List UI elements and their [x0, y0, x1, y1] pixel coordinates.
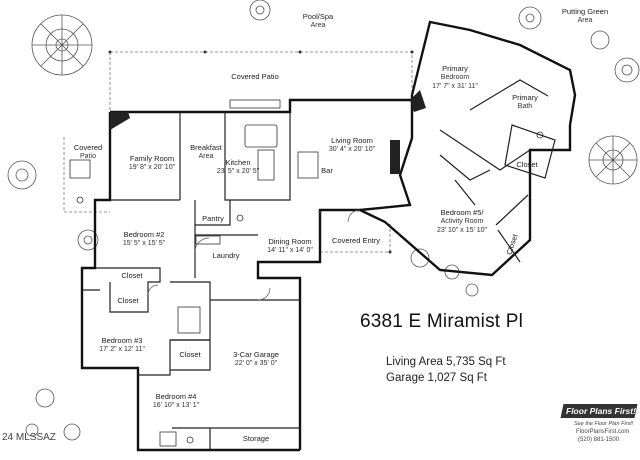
room-name: Closet: [179, 350, 201, 359]
room-name: Covered: [73, 143, 103, 152]
room-name: Kitchen: [225, 158, 251, 167]
label-family-room: Family Room 19' 8" x 20' 10": [129, 154, 175, 172]
tree-left: [7, 160, 99, 251]
room-dim: 19' 8" x 20' 10": [128, 164, 176, 171]
tree-top-left: [31, 14, 93, 76]
room-name: Family Room: [129, 154, 175, 163]
room-name: Closet: [117, 296, 139, 305]
label-covered-entry: Covered Entry: [332, 236, 380, 245]
room-dim: Bedroom: [440, 74, 470, 81]
room-dim: 15' 5" x 15' 5": [122, 240, 166, 247]
label-covered-patio-left: Covered Patio: [74, 143, 102, 161]
label-bedroom-5: Bedroom #5/ Activity Room 23' 10" x 15' …: [437, 208, 487, 235]
room-name: Covered Patio: [231, 72, 279, 81]
room-name: Primary: [512, 93, 538, 102]
living-area: Living Area 5,735 Sq Ft: [386, 356, 506, 368]
room-dim: 23' 5" x 20' 5": [216, 168, 260, 175]
room-name: Storage: [242, 434, 270, 443]
label-pool-spa: Pool/Spa Area: [303, 12, 333, 30]
room-dim: 14' 11" x 14' 0": [267, 247, 313, 254]
label-closet-bedroom-3: Closet: [117, 296, 138, 305]
room-name: Living Room: [331, 136, 373, 145]
garage-area: Garage 1,027 Sq Ft: [386, 372, 488, 384]
label-pantry: Pantry: [202, 214, 224, 223]
room-name: Bedroom #5/: [440, 208, 484, 217]
room-name: 3-Car Garage: [233, 350, 279, 359]
room-name: Breakfast: [190, 143, 222, 152]
fixtures: [69, 99, 544, 447]
room-name: Closet: [121, 271, 143, 280]
room-dim: 22' 0" x 35' 0": [234, 360, 278, 367]
label-bedroom-4: Bedroom #4 16' 10" x 13' 1": [153, 392, 199, 410]
room-name: Bedroom #3: [101, 336, 143, 345]
room-name: Covered Entry: [332, 236, 380, 245]
room-name: Pool/Spa: [302, 12, 334, 21]
room-name: Primary: [442, 64, 468, 73]
room-name: Closet: [516, 160, 538, 169]
label-laundry: Laundry: [212, 251, 239, 260]
tree-right: [588, 135, 638, 185]
room-dim: 30' 4" x 20' 10": [328, 146, 376, 153]
room-name: Putting Green: [561, 7, 609, 16]
tree-top-right: [518, 6, 640, 83]
wall-cabinets: [110, 90, 426, 174]
label-closet-primary: Closet: [516, 160, 537, 169]
label-closet-garage: Closet: [179, 350, 200, 359]
room-name: Bedroom #4: [155, 392, 197, 401]
label-storage: Storage: [243, 434, 269, 443]
brand-phone: (520) 881-1500: [578, 437, 620, 443]
label-kitchen: Kitchen 23' 5" x 20' 5": [217, 158, 259, 176]
room-size: 17' 7" x 31' 11": [432, 83, 478, 90]
room-name: Dining Room: [268, 237, 312, 246]
tree-top-center: [249, 0, 271, 21]
room-dim: Activity Room: [440, 218, 484, 225]
label-bar: Bar: [321, 166, 333, 175]
label-closet-hall: Closet: [121, 271, 142, 280]
room-name: Bedroom #2: [123, 230, 165, 239]
tree-bottom-left: [25, 388, 81, 441]
label-primary-bedroom: Primary Bedroom 17' 7" x 31' 11": [432, 64, 478, 91]
label-garage: 3-Car Garage 22' 0" x 35' 0": [233, 350, 279, 368]
property-address: 6381 E Miramist Pl: [360, 311, 524, 332]
room-dim: 16' 10" x 13' 1": [152, 402, 200, 409]
room-dim: 17' 2" x 12' 11": [99, 346, 145, 353]
room-dim: Patio: [80, 153, 96, 160]
brand-url: FloorPlansFirst.com: [576, 429, 630, 435]
label-breakfast-area: Breakfast Area: [190, 143, 222, 161]
label-bedroom-2: Bedroom #2 15' 5" x 15' 5": [123, 230, 165, 248]
label-living-room: Living Room 30' 4" x 20' 10": [329, 136, 375, 154]
doors: [147, 209, 361, 301]
exterior-walls: [80, 20, 577, 452]
label-dining-room: Dining Room 14' 11" x 14' 0": [267, 237, 313, 255]
interior-walls: [82, 79, 556, 450]
label-primary-bath: Primary Bath: [512, 93, 538, 111]
label-bedroom-3: Bedroom #3 17' 2" x 12' 11": [99, 336, 145, 354]
room-dim: Area: [577, 17, 593, 24]
brand-tagline: See the Floor Plan First!: [574, 421, 634, 427]
brand-name: Floor Plans First!: [566, 406, 636, 416]
pool-tick-marks: [108, 50, 414, 254]
room-name: Bar: [321, 166, 333, 175]
trees: [7, 0, 640, 441]
label-covered-patio: Covered Patio: [231, 72, 279, 81]
room-dim: Area: [198, 153, 214, 160]
room-dim: Bath: [517, 103, 533, 110]
room-name: Laundry: [212, 251, 240, 260]
room-name: Pantry: [202, 214, 224, 223]
label-putting-green: Putting Green Area: [562, 7, 608, 25]
mls-watermark: 24 MLSSAZ: [2, 432, 56, 443]
room-size: 23' 10" x 15' 10": [436, 227, 488, 234]
room-dim: Area: [310, 22, 326, 29]
